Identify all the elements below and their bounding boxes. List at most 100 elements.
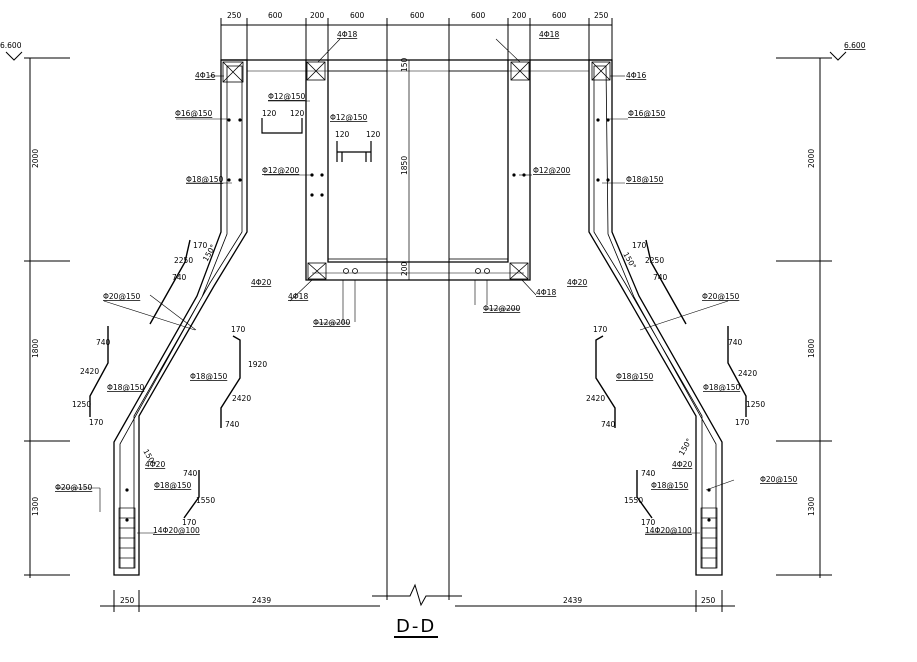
dim-inner-wall: 1850 xyxy=(400,156,409,175)
dim-left-lower: 1300 xyxy=(31,497,40,516)
label-20-150-right-b: Φ20@150 xyxy=(760,475,797,484)
label-740-left-a: 740 xyxy=(172,273,187,282)
elevation-label-left: 6.600 xyxy=(0,41,22,50)
dim-top-3: 200 xyxy=(310,11,325,20)
left-outer-wall xyxy=(113,59,248,576)
leader-lines xyxy=(56,38,735,534)
dim-top-6: 600 xyxy=(471,11,486,20)
label-4-20-right-a: 4Φ20 xyxy=(567,278,587,287)
label-2420-right-a: 2420 xyxy=(738,369,757,378)
dim-bottom-left-span: 2439 xyxy=(252,596,271,605)
label-18-150-right-mid: Φ18@150 xyxy=(616,372,653,381)
elevation-label-right: 6.600 xyxy=(844,41,866,50)
label-1550-left: 1550 xyxy=(196,496,215,505)
label-170-left-b: 170 xyxy=(231,325,246,334)
label-740-left-c: 740 xyxy=(225,420,240,429)
bar-shape-right xyxy=(595,239,747,519)
bar-shape-left xyxy=(89,239,241,519)
label-12-200-right: Φ12@200 xyxy=(533,166,570,175)
label-740-right-d: 740 xyxy=(641,469,656,478)
rebar-detail-sketches xyxy=(261,118,372,162)
label-18-150-left-mid: Φ18@150 xyxy=(190,372,227,381)
label-740-left-b: 740 xyxy=(96,338,111,347)
footing-stirrups xyxy=(118,507,718,569)
dim-top-5: 600 xyxy=(410,11,425,20)
elevation-marker-left xyxy=(5,51,23,61)
dim-bottom-right-wall: 250 xyxy=(701,596,716,605)
label-170-right-c: 170 xyxy=(735,418,750,427)
label-12-200-left: Φ12@200 xyxy=(262,166,299,175)
label-1250-left: 1250 xyxy=(72,400,91,409)
dim-top-2: 600 xyxy=(268,11,283,20)
label-12-150-b: Φ12@150 xyxy=(330,113,367,122)
angle-right-lower: 150° xyxy=(677,437,694,457)
label-4-20-left-a: 4Φ20 xyxy=(251,278,271,287)
label-740-left-d: 740 xyxy=(183,469,198,478)
label-1250-right: 1250 xyxy=(746,400,765,409)
inner-channel xyxy=(305,60,531,281)
label-1550-right: 1550 xyxy=(624,496,643,505)
dim-bottom-slab: 200 xyxy=(400,261,409,276)
dim-top-slab: 150 xyxy=(400,57,409,72)
label-120-a: 120 xyxy=(262,109,277,118)
label-16-150-right: Φ16@150 xyxy=(628,109,665,118)
vertical-dimension-labels: 2000 1800 1300 2000 1800 1300 1850 150 2… xyxy=(31,57,816,516)
dim-bottom-right-span: 2439 xyxy=(563,596,582,605)
dim-top-7: 200 xyxy=(512,11,527,20)
dim-left-upper: 2000 xyxy=(31,149,40,168)
label-120-d: 120 xyxy=(366,130,381,139)
label-120-c: 120 xyxy=(335,130,350,139)
label-170-left-a: 170 xyxy=(193,241,208,250)
rebar-labels-right: 4Φ18 4Φ16 Φ16@150 Φ12@200 Φ18@150 170 22… xyxy=(483,30,797,535)
label-20-150-left-b: Φ20@150 xyxy=(55,483,92,492)
label-14-20-100-left: 14Φ20@100 xyxy=(153,526,200,535)
label-18-150-left-upper: Φ18@150 xyxy=(186,175,223,184)
label-170-right-d: 170 xyxy=(641,518,656,527)
label-2250-left: 2250 xyxy=(174,256,193,265)
label-12-200-slab-right: Φ12@200 xyxy=(483,304,520,313)
dim-right-middle: 1800 xyxy=(807,339,816,358)
label-740-right-c: 740 xyxy=(601,420,616,429)
label-170-right-b: 170 xyxy=(593,325,608,334)
dim-right-lower: 1300 xyxy=(807,497,816,516)
label-170-right-a: 170 xyxy=(632,241,647,250)
dim-right-upper: 2000 xyxy=(807,149,816,168)
bottom-dimension-labels: 250 2439 2439 250 xyxy=(120,596,716,605)
label-16-150-left: Φ16@150 xyxy=(175,109,212,118)
corner-marks xyxy=(222,61,611,280)
label-170-left-d: 170 xyxy=(182,518,197,527)
label-20-150-right-a: Φ20@150 xyxy=(702,292,739,301)
right-vertical-dims xyxy=(776,57,832,578)
label-2250-right: 2250 xyxy=(645,256,664,265)
label-1920: 1920 xyxy=(248,360,267,369)
label-4-18-left-top: 4Φ18 xyxy=(337,30,357,39)
label-2420-left-b: 2420 xyxy=(232,394,251,403)
dim-left-middle: 1800 xyxy=(31,339,40,358)
dim-top-1: 250 xyxy=(227,11,242,20)
elevation-marker-right xyxy=(829,51,847,61)
slab-bars xyxy=(343,268,490,274)
label-4-20-left-b: 4Φ20 xyxy=(145,460,165,469)
top-dimension-line xyxy=(220,18,613,60)
label-2420-right-b: 2420 xyxy=(586,394,605,403)
label-740-right-a: 740 xyxy=(653,273,668,282)
dim-bottom-left-wall: 250 xyxy=(120,596,135,605)
rebar-labels-left: 4Φ16 4Φ18 Φ16@150 Φ12@150 Φ12@150 120 12… xyxy=(55,30,381,535)
label-18-150-right-c: Φ18@150 xyxy=(651,481,688,490)
right-outer-wall xyxy=(588,59,723,576)
top-dimension-labels: 250 600 200 600 600 600 200 600 250 xyxy=(227,11,609,20)
label-18-150-right-upper: Φ18@150 xyxy=(626,175,663,184)
label-170-left-c: 170 xyxy=(89,418,104,427)
dim-top-4: 600 xyxy=(350,11,365,20)
label-4-18-right-bottom: 4Φ18 xyxy=(536,288,556,297)
label-12-150-a: Φ12@150 xyxy=(268,92,305,101)
bottom-dims xyxy=(100,583,735,612)
label-740-right-b: 740 xyxy=(728,338,743,347)
label-4-16-right: 4Φ16 xyxy=(626,71,646,80)
label-20-150-left-a: Φ20@150 xyxy=(103,292,140,301)
label-2420-left-a: 2420 xyxy=(80,367,99,376)
dim-top-9: 250 xyxy=(594,11,609,20)
left-vertical-dims xyxy=(24,57,70,578)
label-4-18-left-bottom: 4Φ18 xyxy=(288,292,308,301)
